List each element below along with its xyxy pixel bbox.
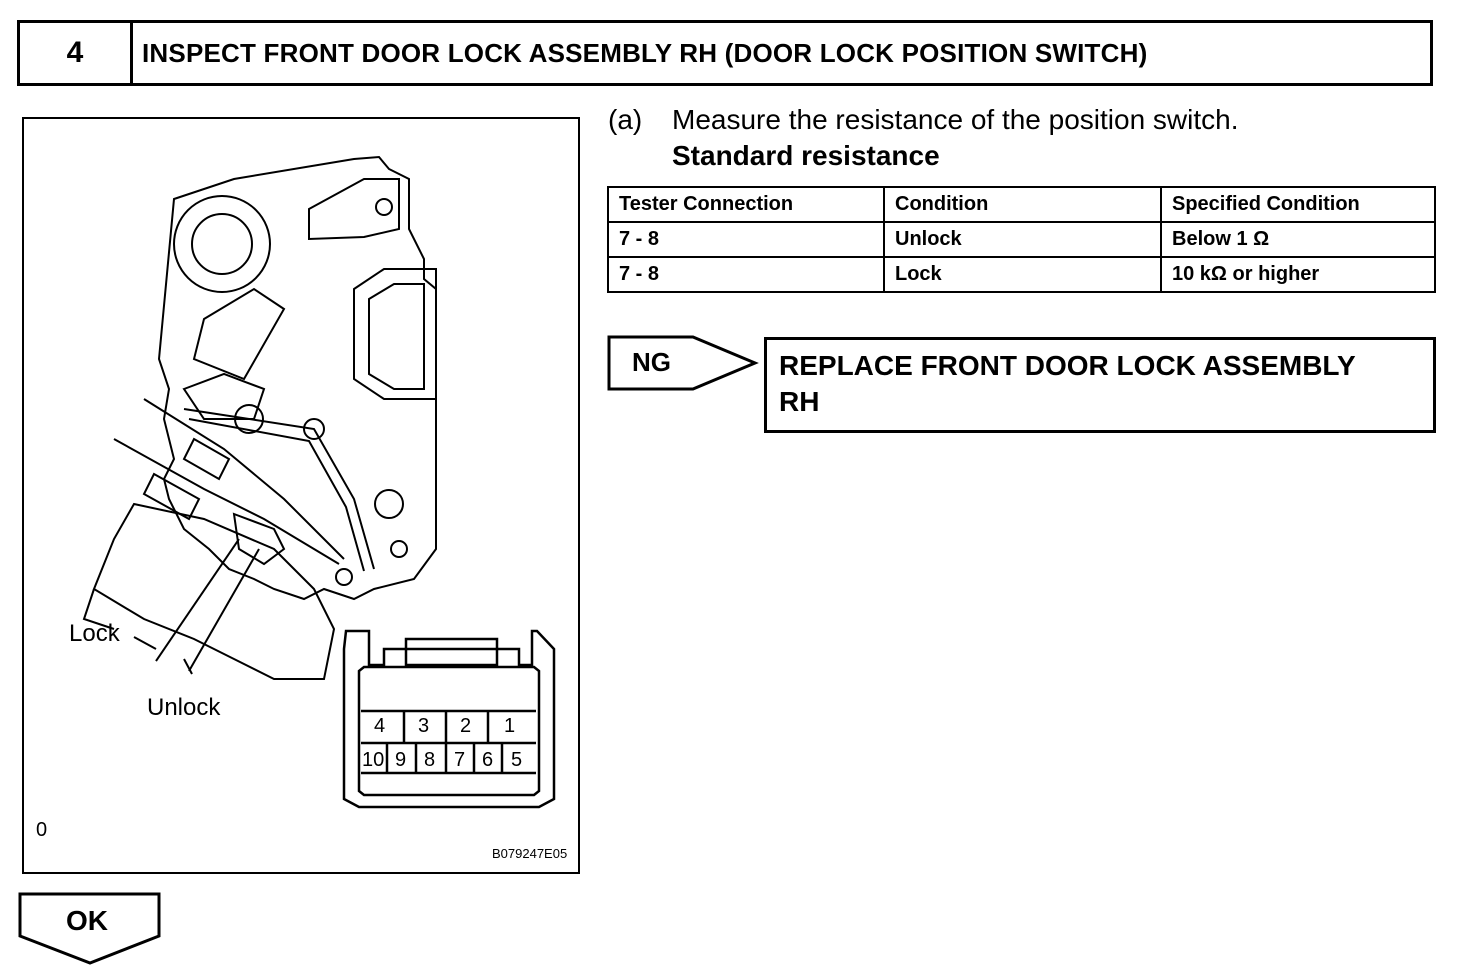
pin-9: 9: [395, 749, 407, 771]
door-lock-figure: 4 3 2 1 10 9 8 7 6 5 Lock Unlock 0 B0792…: [22, 117, 580, 874]
table-header: Tester Connection: [607, 186, 885, 223]
ng-action-line: REPLACE FRONT DOOR LOCK ASSEMBLY: [779, 350, 1356, 381]
pin-3: 3: [418, 715, 430, 737]
instruction-marker: (a): [608, 104, 643, 135]
lock-label: Lock: [69, 620, 120, 647]
table-cell: 7 - 8: [607, 221, 885, 258]
pin-1: 1: [504, 715, 516, 737]
switch-lever: [232, 512, 286, 566]
step-header: 4 INSPECT FRONT DOOR LOCK ASSEMBLY RH (D…: [17, 20, 1433, 86]
ng-action-box: REPLACE FRONT DOOR LOCK ASSEMBLY RH: [764, 337, 1436, 433]
step-number: 4: [20, 23, 133, 83]
ng-action-line: RH: [779, 386, 820, 417]
pin-2: 2: [460, 715, 472, 737]
table-cell: Unlock: [883, 221, 1162, 258]
corner-mark: 0: [36, 819, 48, 841]
resistance-table: Tester Connection Condition Specified Co…: [607, 186, 1436, 293]
ng-arrow-icon: [607, 335, 759, 391]
rod-end: [335, 568, 353, 586]
instruction-text: Measure the resistance of the position s…: [672, 104, 1239, 135]
table-header: Condition: [883, 186, 1162, 223]
pin-6: 6: [482, 749, 494, 771]
door-lock-illustration: [82, 155, 556, 809]
table-row: 7 - 8 Lock 10 kΩ or higher: [607, 256, 1436, 293]
table-header: Specified Condition: [1160, 186, 1436, 223]
pin-7: 7: [454, 749, 466, 771]
ng-label: NG: [632, 347, 671, 377]
table-cell: 7 - 8: [607, 256, 885, 293]
table-cell: 10 kΩ or higher: [1160, 256, 1436, 293]
pin-5: 5: [511, 749, 523, 771]
unlock-pointer-line: [188, 548, 260, 672]
unlock-label: Unlock: [147, 694, 221, 721]
motor-housing: [92, 502, 336, 680]
lock-pointer-line: [155, 538, 240, 662]
ok-label: OK: [66, 905, 108, 936]
instruction-subheading: Standard resistance: [672, 140, 940, 171]
ok-arrow-icon: [18, 892, 161, 965]
round-boss-outer: [173, 195, 271, 293]
step-title: INSPECT FRONT DOOR LOCK ASSEMBLY RH (DOO…: [142, 37, 1148, 68]
table-cell: Below 1 Ω: [1160, 221, 1436, 258]
pin-4: 4: [374, 715, 386, 737]
pin-8: 8: [424, 749, 436, 771]
connector-icon: [342, 629, 556, 809]
round-boss-inner: [191, 213, 253, 275]
pin-10: 10: [362, 749, 385, 771]
table-cell: Lock: [883, 256, 1162, 293]
table-row: 7 - 8 Unlock Below 1 Ω: [607, 221, 1436, 258]
table-header-row: Tester Connection Condition Specified Co…: [607, 186, 1436, 223]
ng-action-text: REPLACE FRONT DOOR LOCK ASSEMBLY RH: [779, 348, 1356, 420]
figure-code: B079247E05: [492, 846, 568, 861]
